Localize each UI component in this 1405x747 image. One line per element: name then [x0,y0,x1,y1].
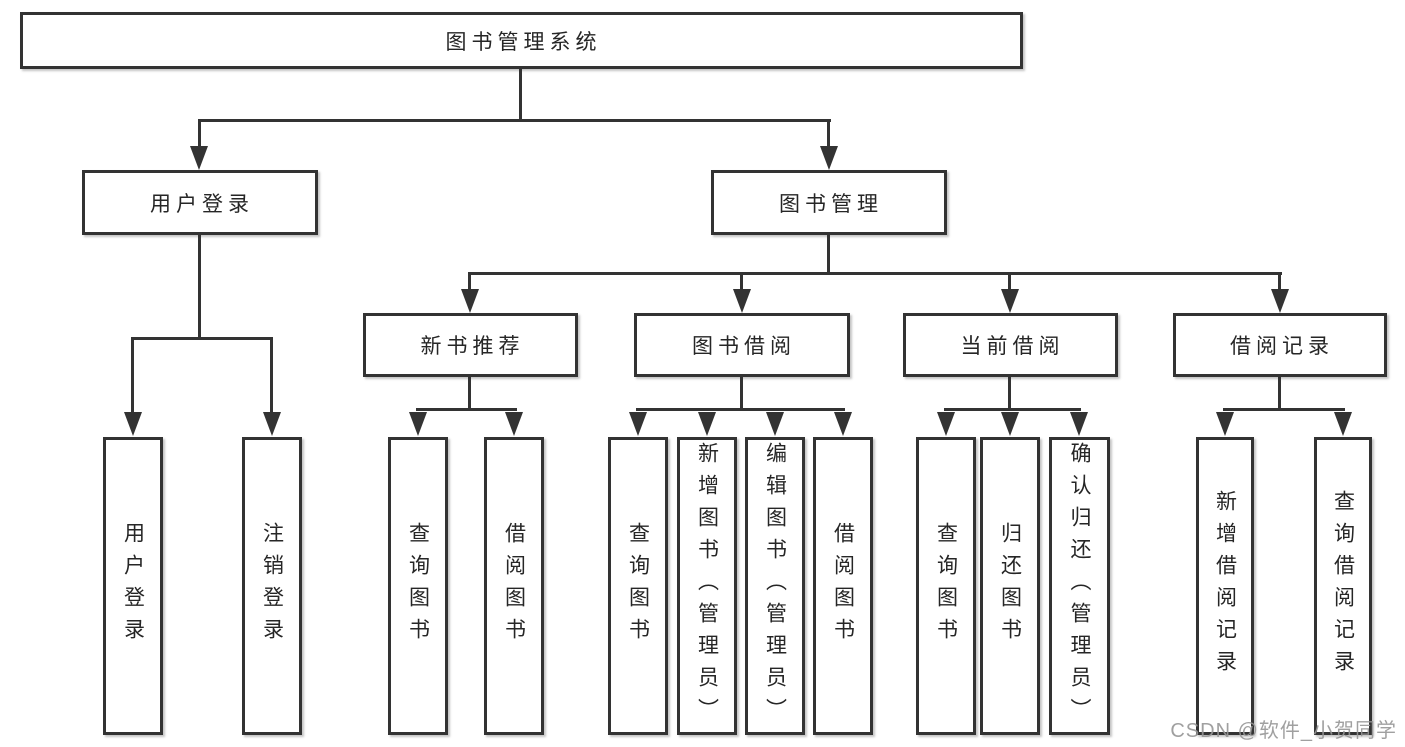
arrow-down-icon [629,412,647,436]
arrow-down-icon [124,412,142,436]
line-segment [416,408,517,411]
line-segment [519,69,522,122]
node-user-login: 用户登录 [82,170,318,235]
node-label: 新增借阅记录 [1213,490,1237,682]
node-label: 归还图书 [998,522,1022,650]
node-leaf-user-login: 用户登录 [103,437,163,735]
node-label: 图书管理系统 [445,30,602,54]
arrow-down-icon [1001,289,1019,313]
node-borrowing-records: 借阅记录 [1173,313,1387,377]
arrow-down-icon [698,412,716,436]
node-book-management: 图书管理 [711,170,947,235]
arrow-down-icon [834,412,852,436]
arrow-down-icon [1001,412,1019,436]
line-segment [131,337,273,340]
line-segment [944,408,1081,411]
node-leaf-return-books: 归还图书 [980,437,1040,735]
line-segment [1278,377,1281,411]
line-segment [131,337,134,415]
node-leaf-query-books-recommend: 查询图书 [388,437,448,735]
node-current-borrowing: 当前借阅 [903,313,1118,377]
line-segment [827,119,830,149]
line-segment [1008,272,1011,292]
line-segment [827,235,830,275]
arrow-down-icon [820,146,838,170]
node-book-borrowing: 图书借阅 [634,313,850,377]
node-label: 查询借阅记录 [1331,490,1355,682]
node-leaf-logout: 注销登录 [242,437,302,735]
node-leaf-borrow-books-recommend: 借阅图书 [484,437,544,735]
watermark-text: CSDN @软件_小贺同学 [1170,720,1397,742]
line-segment [468,272,1282,275]
node-new-book-recommendation: 新书推荐 [363,313,578,377]
arrow-down-icon [461,289,479,313]
line-segment [468,272,471,292]
node-leaf-query-books-current: 查询图书 [916,437,976,735]
arrow-down-icon [1070,412,1088,436]
node-label: 查询图书 [406,522,430,650]
line-segment [198,235,201,340]
line-segment [1223,408,1345,411]
arrow-down-icon [937,412,955,436]
node-leaf-query-books-borrowing: 查询图书 [608,437,668,735]
node-label: 图书管理 [779,192,883,216]
node-label: 注销登录 [260,522,284,650]
arrow-down-icon [1216,412,1234,436]
node-leaf-borrow-books: 借阅图书 [813,437,873,735]
node-label: 用户登录 [150,192,254,216]
node-library-management-system: 图书管理系统 [20,12,1023,69]
arrow-down-icon [190,146,208,170]
arrow-down-icon [1271,289,1289,313]
node-label: 当前借阅 [960,335,1065,358]
line-segment [270,337,273,415]
node-leaf-add-book-admin: 新增图书（管理员） [677,437,737,735]
node-label: 用户登录 [121,522,145,650]
line-segment [1008,377,1011,411]
arrow-down-icon [263,412,281,436]
node-label: 新增图书（管理员） [695,442,719,730]
node-label: 借阅图书 [831,522,855,650]
line-segment [1278,272,1281,292]
node-leaf-confirm-return-admin: 确认归还（管理员） [1049,437,1110,735]
node-label: 新书推荐 [420,335,525,358]
node-label: 借阅记录 [1230,335,1334,358]
node-label: 图书借阅 [692,335,796,358]
node-label: 确认归还（管理员） [1068,442,1091,730]
arrow-down-icon [1334,412,1352,436]
arrow-down-icon [733,289,751,313]
node-label: 查询图书 [626,522,650,650]
node-leaf-query-borrow-record: 查询借阅记录 [1314,437,1372,735]
node-label: 查询图书 [934,522,958,650]
node-label: 借阅图书 [502,522,526,650]
line-segment [636,408,845,411]
line-segment [740,272,743,292]
arrow-down-icon [505,412,523,436]
line-segment [198,119,831,122]
node-leaf-edit-book-admin: 编辑图书（管理员） [745,437,805,735]
line-segment [740,377,743,411]
node-leaf-add-borrow-record: 新增借阅记录 [1196,437,1254,735]
arrow-down-icon [766,412,784,436]
line-segment [468,377,471,411]
arrow-down-icon [409,412,427,436]
node-label: 编辑图书（管理员） [763,442,787,730]
line-segment [198,119,201,149]
